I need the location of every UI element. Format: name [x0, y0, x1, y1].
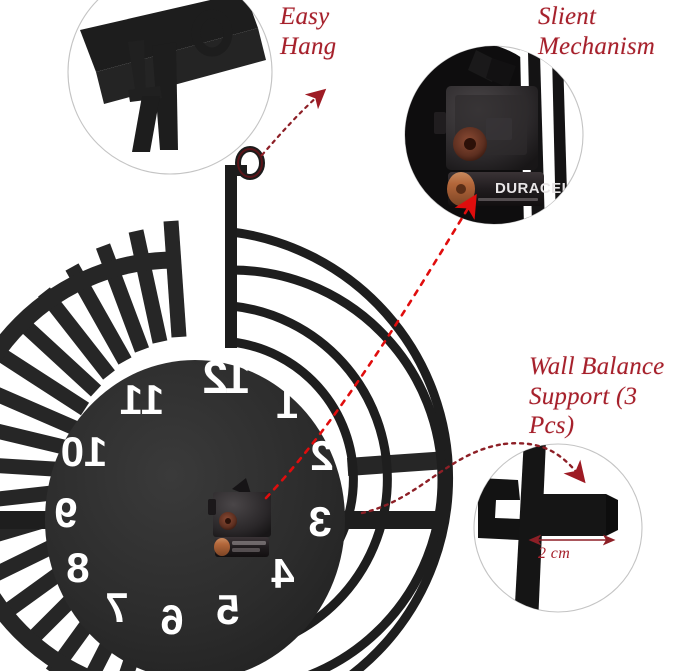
callout-easy-hang [67, 0, 273, 175]
support-detail-art [478, 444, 618, 612]
svg-text:6: 6 [160, 596, 183, 643]
dimension-label: 2 cm [538, 545, 571, 562]
mechanism-detail-art: DURACELL [405, 46, 581, 224]
wall-balance-support-label: Wall Balance Support (3 Pcs) [529, 353, 665, 439]
leader-lines [260, 88, 586, 515]
leader-line-mechanism [264, 193, 477, 500]
callout-wall-balance-support [473, 443, 643, 613]
easy-hang-detail-art [80, 0, 266, 152]
easy-hang-label: Easy Hang [280, 3, 337, 60]
battery-brand-text: DURACELL [495, 180, 581, 197]
clock-hanger-stem [225, 146, 265, 348]
svg-text:1: 1 [276, 380, 299, 427]
svg-text:2: 2 [310, 432, 333, 479]
svg-text:8: 8 [66, 544, 89, 591]
svg-text:10: 10 [61, 428, 108, 475]
clock-numerals: 12 1 2 3 4 5 6 [54, 351, 333, 643]
svg-text:11: 11 [120, 376, 164, 423]
callout-silent-mechanism: DURACELL [404, 45, 584, 225]
wall-clock-illustration: 12 1 2 3 4 5 6 [0, 146, 453, 671]
clock-movement-center [208, 478, 271, 557]
svg-text:12: 12 [204, 351, 251, 403]
svg-text:9: 9 [54, 489, 77, 536]
svg-text:4: 4 [271, 550, 295, 597]
clock-dial [45, 360, 345, 671]
silent-mechanism-label: Slient Mechanism [538, 3, 656, 60]
svg-text:5: 5 [216, 586, 239, 633]
leader-line-wall-balance [360, 442, 506, 515]
svg-text:7: 7 [105, 584, 128, 631]
hanging-ring-icon [235, 146, 265, 180]
svg-text:3: 3 [308, 498, 331, 545]
leader-line-wall-balance-tail [502, 442, 586, 484]
leader-line-easy-hang [260, 88, 327, 157]
